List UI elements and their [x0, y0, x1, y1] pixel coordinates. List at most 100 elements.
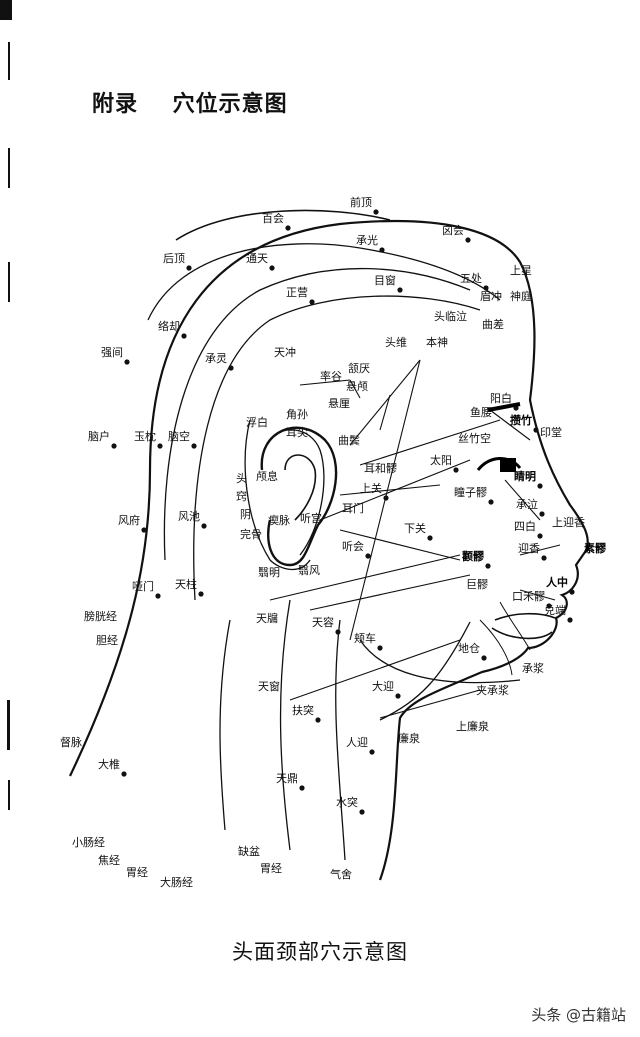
acupoint-touwei: 头维 — [385, 336, 407, 349]
eye-brow-detail — [476, 402, 522, 472]
acupoint-dot — [124, 359, 130, 365]
binding-line-2 — [8, 148, 10, 188]
acupoint-dot — [186, 265, 192, 271]
page-header-title: 附录 穴位示意图 — [92, 92, 288, 117]
meridian-label-xiaochangjing: 小肠经 — [72, 836, 105, 849]
acupoint-label: 耳和髎 — [364, 462, 397, 475]
acupoint-label: 睛明 — [514, 469, 536, 483]
acupoint-label: 曲差 — [482, 317, 504, 331]
acupoint-label: 本神 — [426, 335, 448, 349]
acupoint-yingxiang: 迎香 — [518, 542, 547, 561]
acupoint-dot — [285, 225, 291, 231]
acupoint-yuyao: 鱼腰 — [470, 405, 492, 419]
acupoint-label: 眉冲 — [480, 289, 502, 303]
acupoint-yiming: 翳明 — [258, 566, 280, 579]
acupoint-label: 上廉泉 — [456, 719, 489, 733]
acupoint-jiaosun: 角孙 — [286, 408, 308, 421]
acupoint-fengfu: 风府 — [118, 513, 147, 533]
acupoint-label: 下关 — [404, 521, 426, 535]
acupoint-label: 大椎 — [98, 757, 120, 771]
acupoint-dot — [483, 285, 489, 291]
acupoint-houding: 后顶 — [163, 252, 192, 271]
acupoint-shuitu: 水突 — [336, 795, 365, 815]
acupoint-qianding: 前顶 — [350, 195, 379, 215]
acupoint-kouheliao: 口禾髎 — [512, 590, 552, 609]
acupoint-label: 阳白 — [490, 391, 512, 405]
acupoint-zhengying: 正营 — [286, 285, 315, 305]
meridian-label-weijing2: 胃经 — [260, 862, 282, 875]
acupoint-tianyou: 天牖 — [256, 612, 278, 625]
acupoint-yuzhen: 玉枕 — [134, 429, 163, 449]
acupoint-label: 人迎 — [346, 736, 368, 749]
acupoint-dot — [157, 443, 163, 449]
acupoint-dot — [465, 237, 471, 243]
ear — [260, 426, 338, 567]
acupoint-shanglianquan: 上廉泉 — [456, 719, 489, 733]
acupoint-label: 囟会 — [442, 224, 464, 237]
acupoint-dot — [141, 527, 147, 533]
meridian-label-danjing: 胆经 — [96, 634, 118, 647]
acupoint-chengjiang: 承浆 — [522, 661, 544, 675]
acupoint-label: 大迎 — [372, 679, 394, 693]
acupoint-label: 巨髎 — [466, 578, 488, 591]
acupoint-touqiaoyin_2: 窍 — [236, 489, 247, 503]
binding-line-4 — [7, 700, 10, 750]
acupoint-label: 翳风 — [298, 564, 320, 577]
acupoint-label: 廉泉 — [398, 731, 420, 745]
acupoint-shangyingxiang: 上迎香 — [552, 516, 585, 529]
acupoint-qubin: 曲鬓 — [338, 434, 360, 447]
acupoint-dazhui: 大椎 — [98, 757, 127, 777]
meridian-label-dachangjing: 大肠经 — [160, 875, 193, 889]
acupoint-label: 天鼎 — [276, 772, 298, 785]
meridian-label-sanjiaojing: 焦经 — [98, 854, 120, 867]
acupoint-xuanlu: 悬颅 — [346, 380, 368, 393]
binding-line-5 — [8, 780, 10, 810]
acupoint-dot — [546, 603, 552, 609]
diagram-caption: 头面颈部穴示意图 — [232, 940, 408, 964]
acupoint-label: 攒竹 — [510, 413, 532, 427]
acupoint-label: 人中 — [546, 575, 568, 589]
acupoint-dot — [537, 533, 543, 539]
acupoint-label: 五处 — [460, 272, 482, 285]
acupoint-shangxing: 上星 — [510, 264, 532, 277]
acupoint-renzhong: 人中 — [546, 575, 575, 595]
acupoint-tianchuang: 天窗 — [258, 679, 280, 693]
acupoint-dot — [373, 209, 379, 215]
acupoint-shangguan: 上关 — [360, 481, 389, 501]
acupoint-label: 天牖 — [256, 612, 278, 625]
acupoint-label: 天窗 — [258, 679, 280, 693]
acupoint-label: 头维 — [385, 336, 407, 349]
acupoint-label: 天冲 — [274, 345, 296, 359]
acupoint-label: 正营 — [286, 285, 308, 299]
leader-lines — [269, 359, 561, 719]
acupoint-dot — [569, 589, 575, 595]
acupoint-chengguang: 承光 — [356, 233, 385, 253]
acupoint-touqiaoyin_1: 头 — [236, 472, 247, 485]
acupoint-label: 百会 — [262, 212, 284, 225]
binding-line-1 — [8, 42, 10, 80]
acupoint-dot — [377, 645, 383, 651]
acupoint-label: 印堂 — [540, 426, 562, 439]
acupoint-ermen: 耳门 — [342, 501, 364, 515]
acupoint-dot — [365, 553, 371, 559]
acupoint-labels: 百会前顶囟会后顶通天承光上星目窗五处眉冲神庭正营头临泣曲差络却承灵头维本神强间天… — [88, 195, 607, 881]
acupoint-dot — [228, 365, 234, 371]
acupoint-naohu: 脑户 — [88, 429, 117, 449]
meridian-label-weijing: 胃经 — [126, 866, 148, 879]
acupoint-suliao: 素髎 — [584, 541, 607, 555]
acupoint-dot — [541, 555, 547, 561]
acupoint-label: 耳门 — [342, 501, 364, 515]
acupoint-label: 脑户 — [88, 429, 110, 443]
acupoint-label: 络却 — [158, 319, 180, 333]
acupoint-jiache: 颊车 — [354, 631, 383, 651]
acupoint-dot — [379, 247, 385, 253]
acupoint-dot — [181, 333, 187, 339]
acupoint-label: 扶突 — [292, 703, 314, 717]
acupoint-xinhui: 囟会 — [442, 224, 471, 243]
acupoint-luoque: 络却 — [158, 319, 187, 339]
acupoint-duiduan: 兑端 — [544, 603, 573, 623]
acupoint-dot — [481, 655, 487, 661]
acupoint-tianrong: 天容 — [312, 615, 341, 635]
acupoint-xiaguan: 下关 — [404, 521, 433, 541]
acupoint-label: 夹承浆 — [476, 683, 509, 697]
